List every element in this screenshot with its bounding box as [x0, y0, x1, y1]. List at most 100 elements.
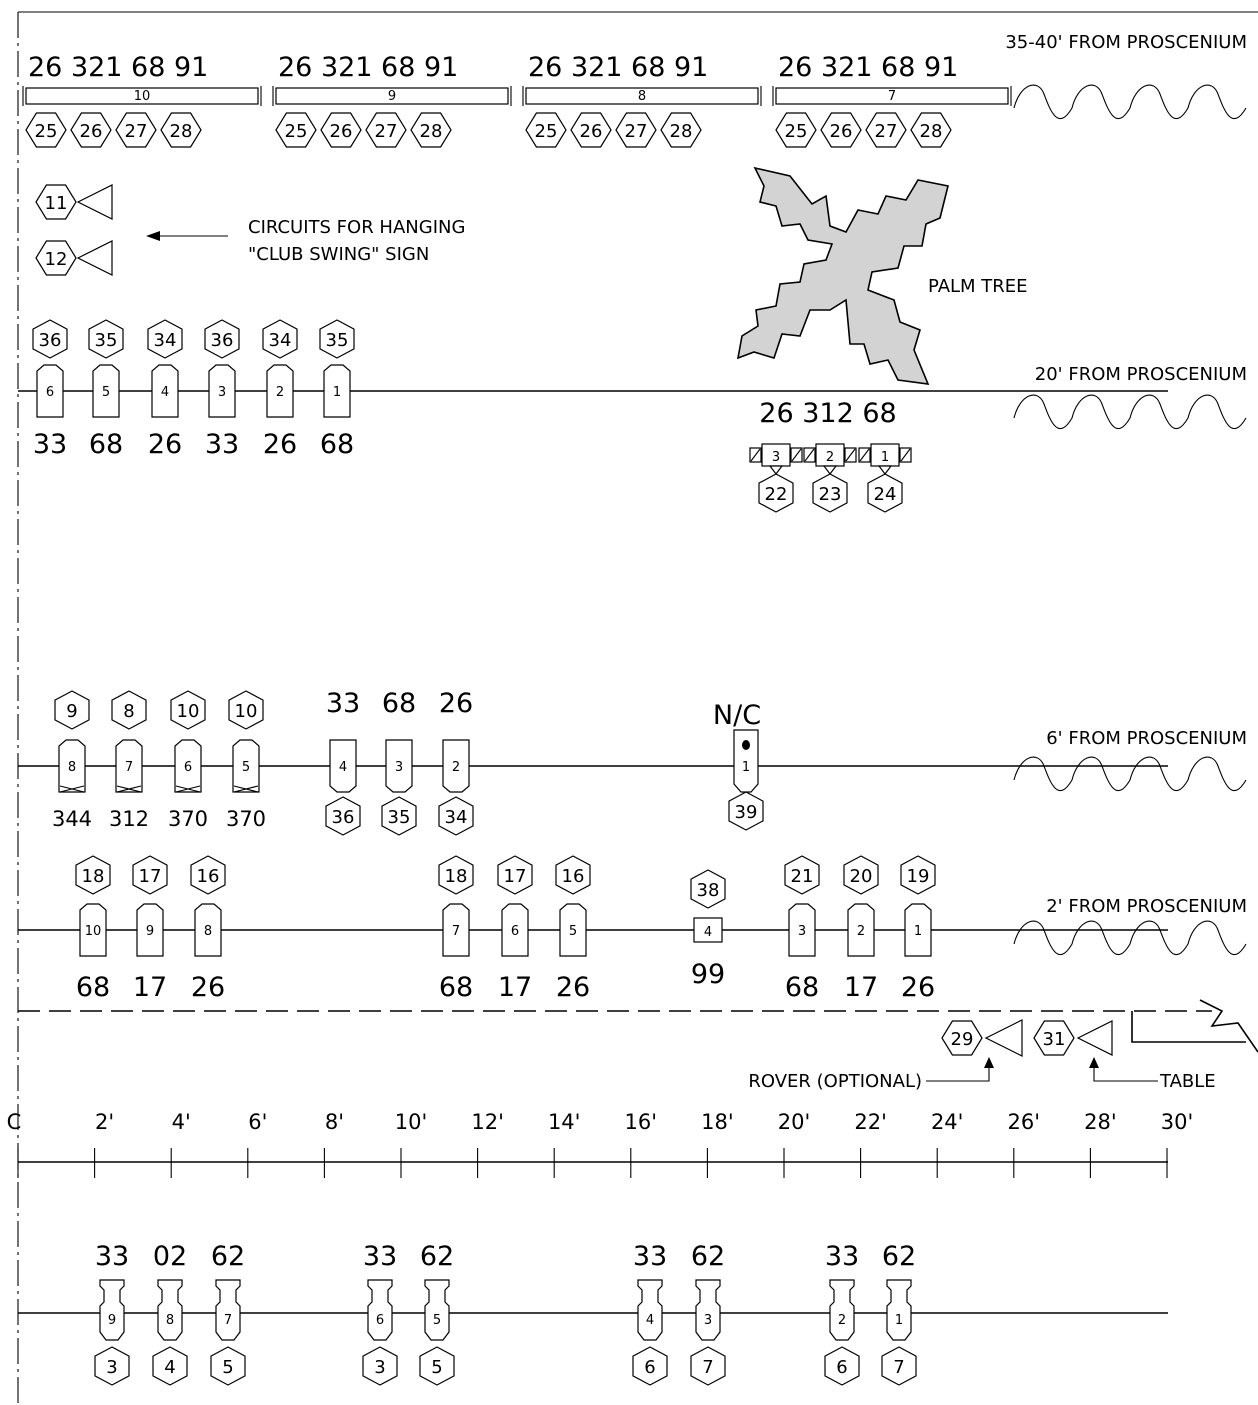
table-label: TABLE [1159, 1071, 1216, 1092]
sign-note-arrowhead [146, 231, 160, 241]
e1-hex [75, 855, 111, 895]
sign-note: CIRCUITS FOR HANGING "CLUB SWING" SIGN [146, 217, 465, 265]
e1-instrument [788, 903, 816, 957]
ruler-tick-label: 12' [471, 1110, 504, 1134]
e1-circuit: 21 [791, 866, 814, 887]
e2l-unit: 6 [184, 760, 192, 775]
ruler-tick-label: 26' [1008, 1110, 1041, 1134]
cyc-circuit-circuit: 28 [670, 121, 693, 142]
bb-unit: 1 [895, 1313, 903, 1328]
cyc-circuit-circuit: 26 [80, 121, 103, 142]
e1-unit: 7 [452, 924, 460, 939]
ruler-tick-label: 6' [248, 1110, 267, 1134]
e2l-gel: 370 [168, 807, 208, 831]
rover-circuit: 29 [951, 1029, 974, 1050]
e2r-gel: 26 [439, 688, 473, 719]
ruler-tick-label: 28' [1084, 1110, 1117, 1134]
bb-instrument [695, 1279, 721, 1341]
e2r-hex [325, 796, 361, 836]
cyc-gels: 26 321 68 91 [528, 52, 708, 83]
electric-1-label: 2' FROM PROSCENIUM [1046, 896, 1247, 917]
bb-circuit: 4 [164, 1357, 175, 1378]
flood-unit: 1 [881, 450, 889, 465]
e1-instrument [79, 903, 107, 957]
e2r-hex [381, 796, 417, 836]
e2r-circuit: 36 [332, 807, 355, 828]
e2l-shutter [233, 785, 259, 793]
cyc-circuit-circuit: 25 [785, 121, 808, 142]
e1-unit: 2 [857, 924, 865, 939]
table-arrowhead [1089, 1057, 1099, 1068]
e2l-circuit: 8 [123, 701, 134, 722]
cyc-border-wave [1013, 394, 1247, 430]
e1-center-gel: 99 [691, 959, 725, 990]
e3-gel: 33 [205, 429, 239, 460]
plaster-line [18, 999, 1258, 1053]
ruler-tick-label: C [7, 1110, 22, 1134]
bb-instrument [829, 1279, 855, 1341]
bb-hex [362, 1346, 398, 1386]
e2l-gel: 312 [109, 807, 149, 831]
e1-hex [843, 855, 879, 895]
flood-hatch [845, 448, 856, 462]
e1-circuit: 17 [139, 866, 162, 887]
e3-unit: 2 [276, 385, 284, 400]
ruler-tick-label: 24' [931, 1110, 964, 1134]
e3-instrument [151, 364, 179, 418]
bb-circuit: 5 [222, 1357, 233, 1378]
bb-gel: 33 [363, 1241, 397, 1272]
e1-gel: 26 [556, 972, 590, 1003]
cyc-circuit-hex [775, 112, 817, 148]
e2r-hex [438, 796, 474, 836]
e3-gel: 26 [148, 429, 182, 460]
cyc-border-wave [1013, 756, 1247, 792]
bb-gel: 62 [420, 1241, 454, 1272]
cyc-circuit-hex [660, 112, 702, 148]
e2l-gel: 370 [226, 807, 266, 831]
e2l-hex [54, 690, 90, 730]
rover-label: ROVER (OPTIONAL) [748, 1071, 922, 1092]
cyc-circuit-hex [275, 112, 317, 148]
flood-unit: 3 [772, 450, 780, 465]
e2-special-circuit: 39 [735, 802, 758, 823]
ruler-tick-label: 8' [325, 1110, 344, 1134]
e1-unit: 9 [146, 924, 154, 939]
e2r-instrument [442, 739, 470, 793]
e1-unit: 1 [914, 924, 922, 939]
e1-hex [497, 855, 533, 895]
e3-unit: 4 [161, 385, 169, 400]
e3-gel: 33 [33, 429, 67, 460]
e1-unit: 6 [511, 924, 519, 939]
e2l-circuit: 10 [235, 701, 258, 722]
table-circuit: 31 [1043, 1029, 1066, 1050]
e2l-circuit: 10 [177, 701, 200, 722]
e2l-instrument [174, 739, 202, 793]
cyc-strip-body [775, 87, 1009, 105]
bb-instrument [367, 1279, 393, 1341]
bb-gel: 33 [633, 1241, 667, 1272]
e1-unit: 10 [85, 924, 102, 939]
e2l-circuit: 9 [66, 701, 77, 722]
e1-unit: 3 [798, 924, 806, 939]
e1-instrument [501, 903, 529, 957]
flood-hatch [859, 448, 870, 462]
e2r-unit: 4 [339, 760, 347, 775]
bb-unit: 2 [838, 1313, 846, 1328]
ruler-tick-label: 4' [172, 1110, 191, 1134]
ruler-tick-label: 16' [625, 1110, 658, 1134]
bb-gel: 62 [211, 1241, 245, 1272]
e1-gel: 26 [191, 972, 225, 1003]
cyc-circuit-circuit: 26 [830, 121, 853, 142]
bb-gel: 62 [691, 1241, 725, 1272]
e2l-shutter [175, 785, 201, 793]
e2-special-unit: 1 [742, 760, 750, 775]
cyc-borders [1013, 84, 1247, 956]
flood-hex [867, 473, 903, 513]
bb-hex [690, 1346, 726, 1386]
e1-gel: 17 [498, 972, 532, 1003]
bb-instrument [215, 1279, 241, 1341]
